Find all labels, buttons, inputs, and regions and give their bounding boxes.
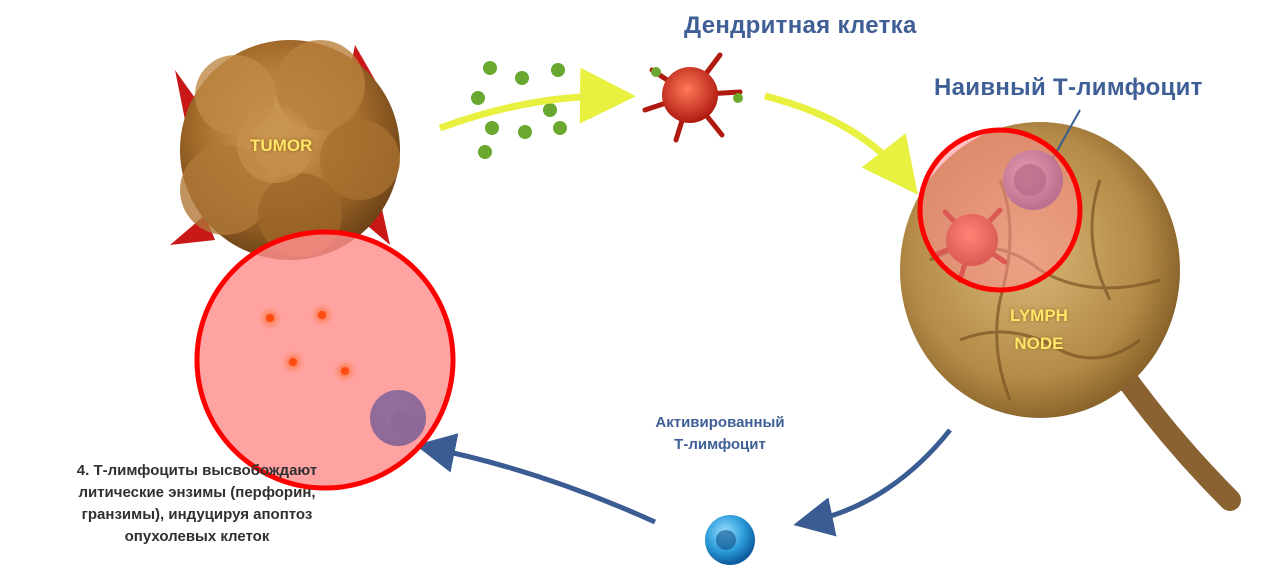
killer-t-cell-overlay — [370, 390, 426, 446]
step4-caption-line2: литические энзимы (перфорин, — [12, 482, 382, 504]
activated-t-cell-label: Активированный Т-лимфоцит — [610, 412, 830, 456]
highlight-circle-lymph — [920, 130, 1080, 290]
dendritic-cell — [645, 55, 743, 140]
activated-t-cell-label-line1: Активированный — [610, 412, 830, 434]
step4-caption-line4: опухолевых клеток — [12, 526, 382, 548]
arrow-dc-to-lymph — [765, 96, 905, 178]
step4-caption: 4. Т-лимфоциты высвобождают литические э… — [12, 460, 382, 548]
activated-t-cell-label-line2: Т-лимфоцит — [610, 434, 830, 456]
step4-caption-line3: гранзимы), индуцируя апоптоз — [12, 504, 382, 526]
naive-t-cell-label: Наивный Т-лимфоцит — [934, 74, 1203, 102]
lymph-node-label-line1: LYMPH — [1010, 302, 1068, 330]
lymph-node-label-line2: NODE — [1010, 330, 1068, 358]
dendritic-cell-label: Дендритная клетка — [684, 12, 917, 40]
lymph-node-label: LYMPH NODE — [1010, 302, 1068, 358]
step4-caption-line1: 4. Т-лимфоциты высвобождают — [12, 460, 382, 482]
highlight-circle-tumor — [197, 232, 453, 488]
arrow-activated-to-tumor — [430, 448, 655, 522]
activated-t-cell — [705, 515, 755, 565]
tumor-label: TUMOR — [250, 136, 312, 156]
